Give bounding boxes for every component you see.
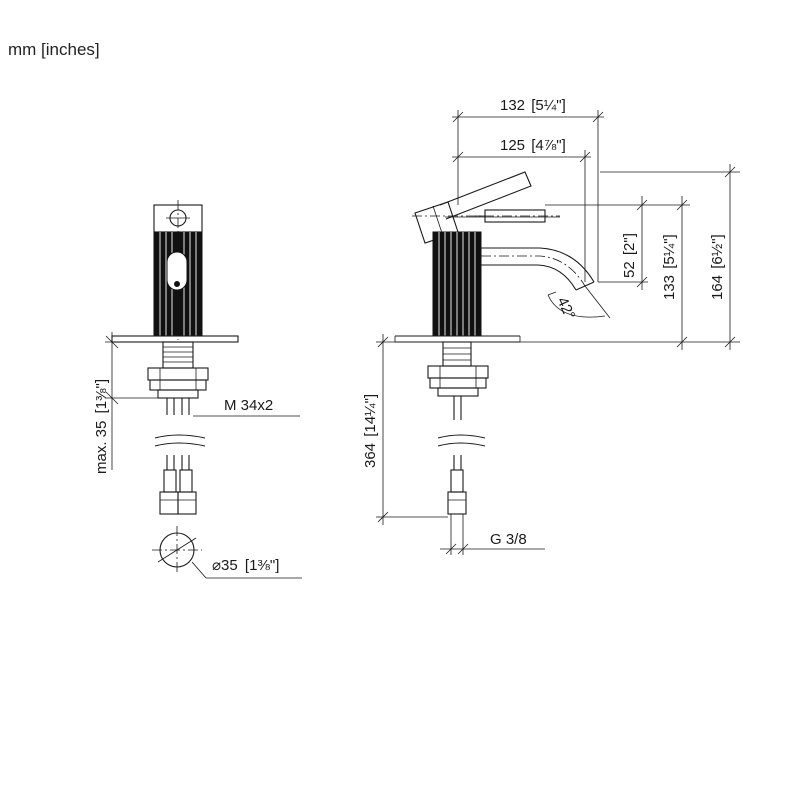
spout [481, 247, 611, 319]
front-view: M 34x2 max. 35 [1⅜"] ⌀35 [1⅜"] [93, 200, 302, 579]
side-hose [437, 396, 486, 515]
width-total-label: 132 [5¼"] [500, 97, 566, 114]
max-depth-label: max. 35 [1⅜"] [93, 379, 110, 474]
side-view: 42° [362, 97, 740, 555]
hose-length-label: 364 [14¼"] [362, 394, 379, 468]
units-label: mm [inches] [8, 40, 100, 59]
supply-hoses [154, 398, 206, 515]
fluted-body [153, 231, 203, 337]
side-thread-nut [427, 341, 489, 397]
reach-label: 125 [4⅞"] [500, 137, 566, 154]
mounting-nut [147, 367, 209, 399]
thread-label: M 34x2 [224, 397, 273, 414]
thread-shank [162, 341, 194, 369]
diameter-label: ⌀35 [1⅜"] [212, 557, 279, 574]
side-fluted-body [432, 231, 482, 337]
angle-label: 42° [553, 295, 578, 323]
spout-height-label: 52 [2"] [621, 233, 638, 278]
countertop [111, 335, 239, 343]
connection-label: G 3/8 [490, 531, 527, 548]
diameter-callout: ⌀35 [1⅜"] [152, 526, 302, 579]
spout-top-label: 133 [5¼"] [661, 234, 678, 300]
total-height-label: 164 [6½"] [709, 234, 726, 300]
